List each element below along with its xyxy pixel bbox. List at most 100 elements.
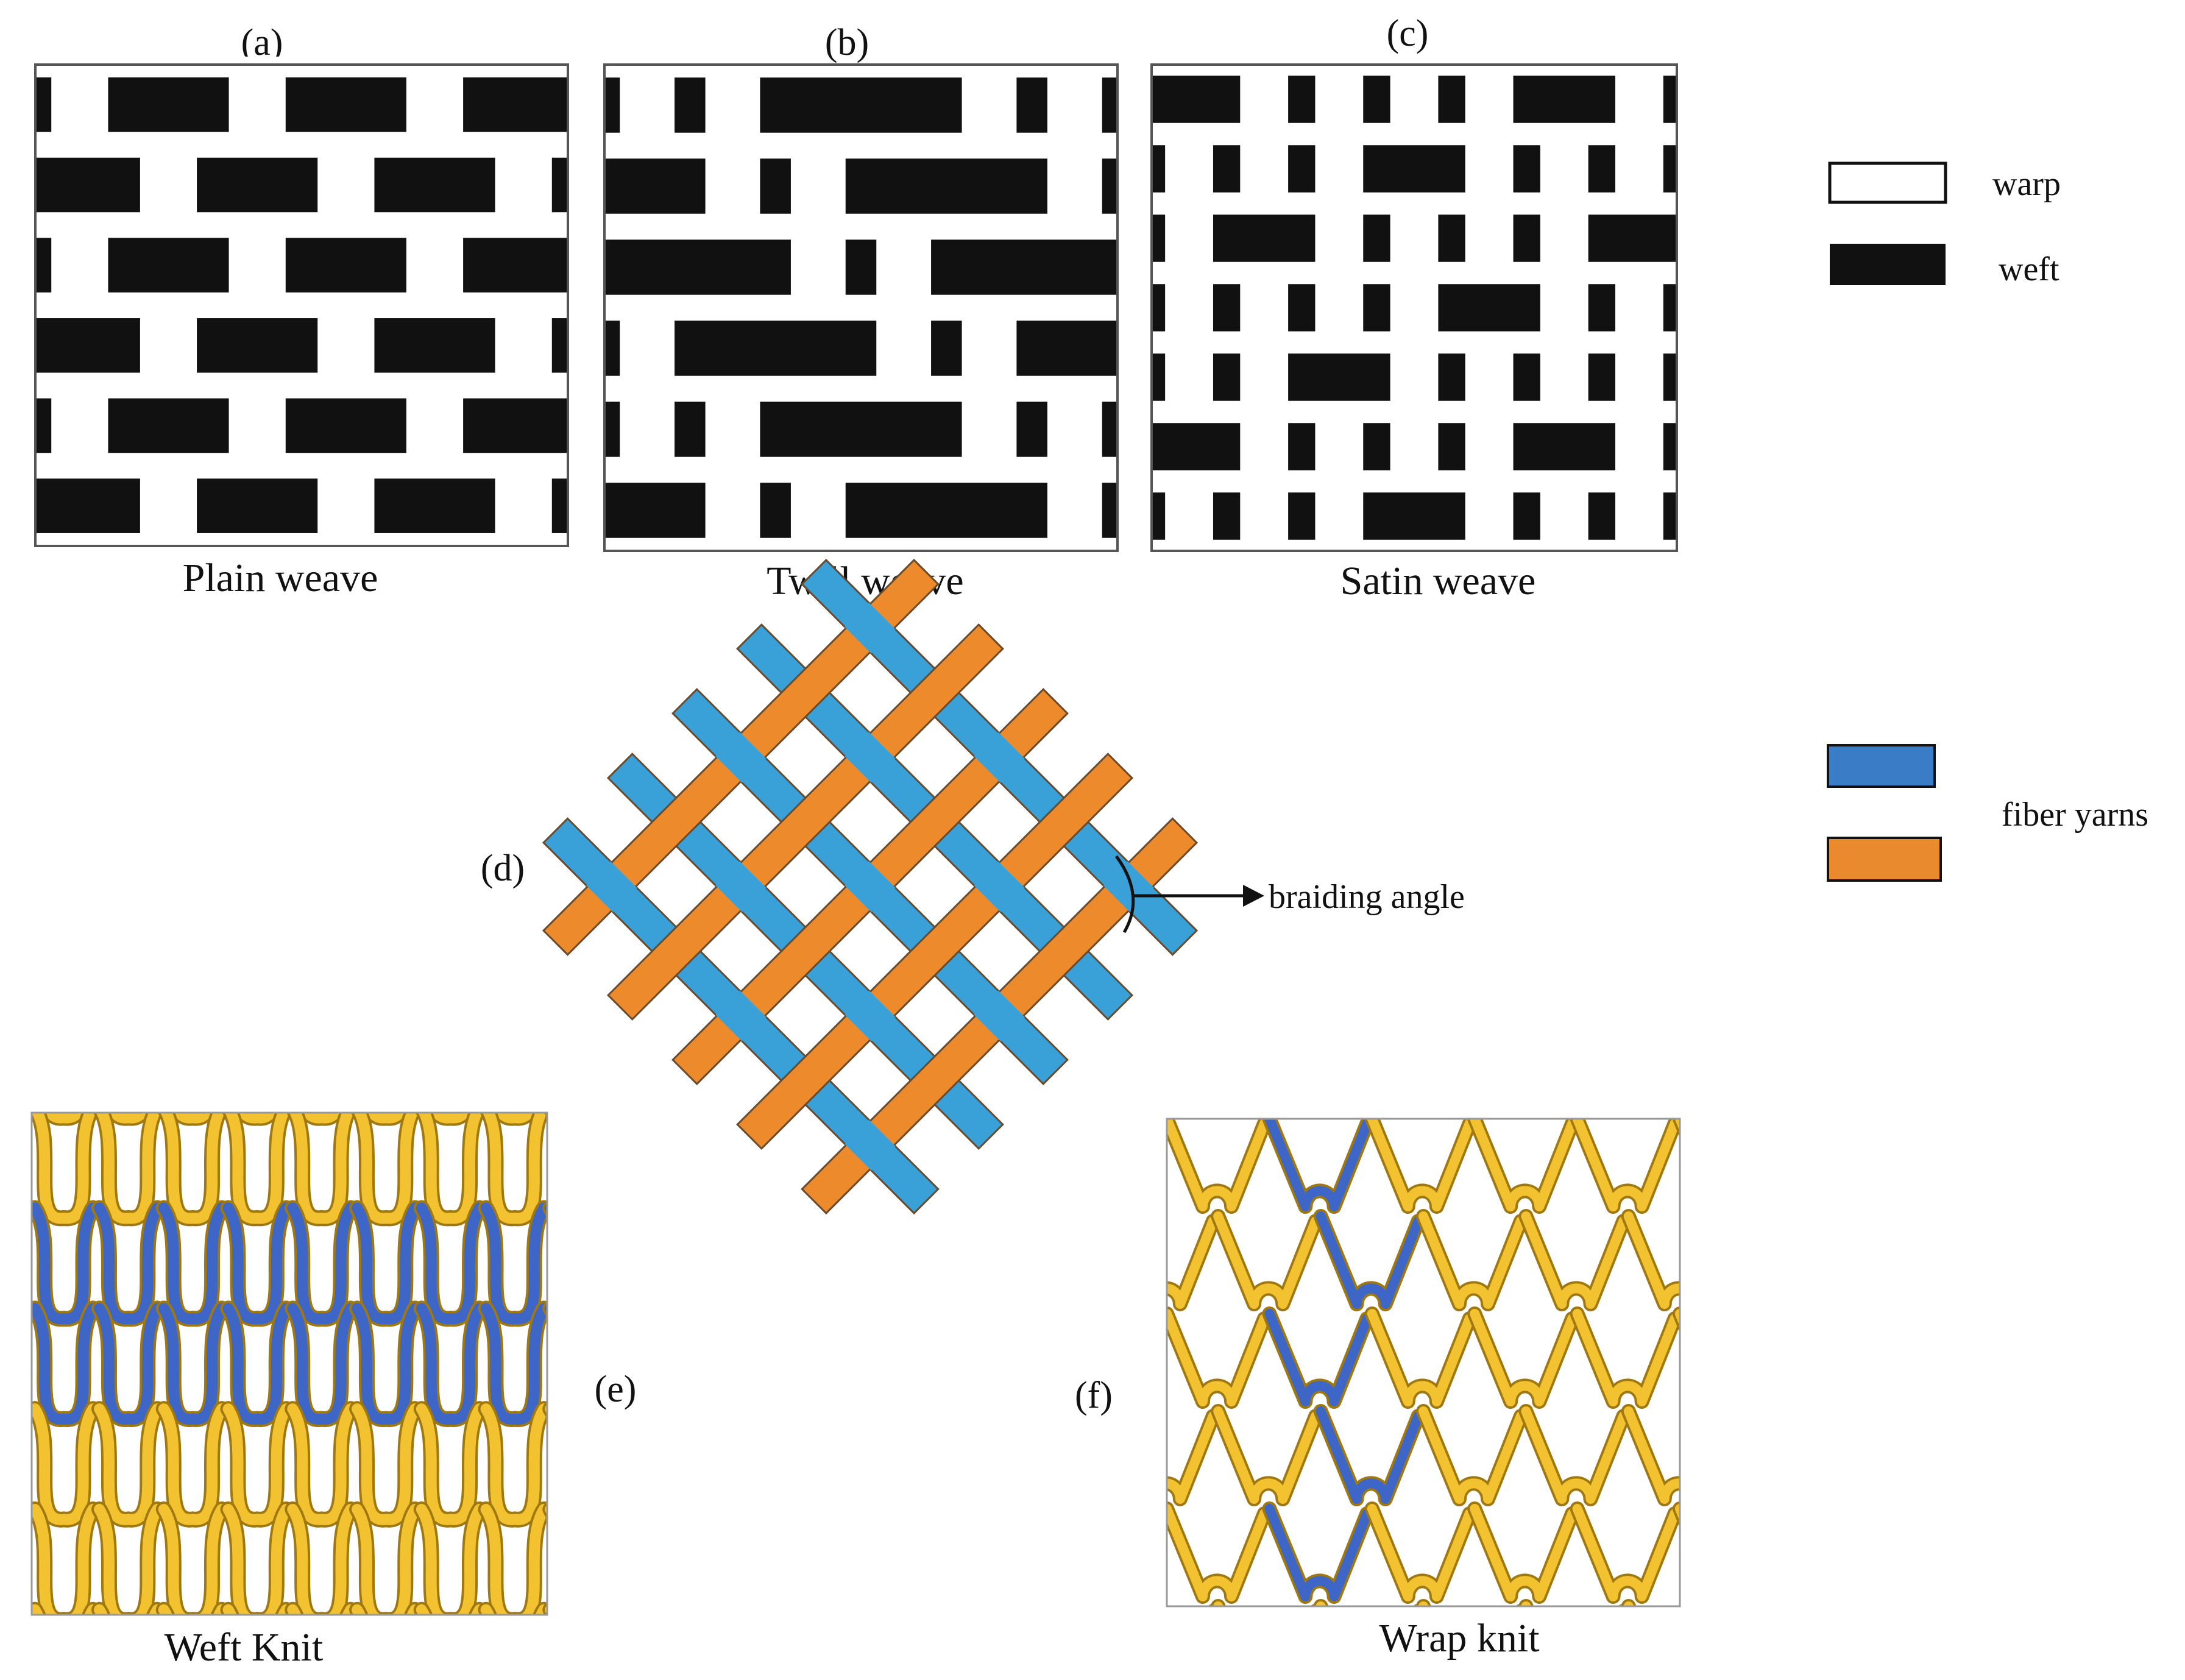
weft-yarn xyxy=(35,157,568,213)
knit-loop xyxy=(287,1303,356,1425)
warp-loop xyxy=(1167,1309,1269,1406)
weave-background xyxy=(604,65,1117,551)
warp-float xyxy=(1465,196,1514,280)
plain-weave-diagram xyxy=(34,56,569,555)
warp-loop xyxy=(1264,1504,1372,1601)
warp-float xyxy=(317,136,375,233)
warp-float xyxy=(1165,474,1213,558)
knit-loop-outline xyxy=(363,1113,409,1126)
blue-yarn-over-crossing xyxy=(845,603,896,654)
knit-loop-outline xyxy=(413,1601,487,1615)
warp-float xyxy=(1390,405,1439,489)
warp-gap xyxy=(512,225,534,236)
warp-loop xyxy=(1623,1406,1680,1504)
warp-float xyxy=(140,458,197,555)
warp-loop xyxy=(1675,1309,1680,1327)
warp-float xyxy=(406,217,464,314)
knit-loop xyxy=(287,1503,356,1615)
warp-gap xyxy=(893,389,915,400)
warp-float xyxy=(1615,474,1663,558)
warp-gap xyxy=(424,305,445,317)
knit-loop xyxy=(353,1113,419,1224)
knit-loop xyxy=(430,1113,471,1124)
knit-loop xyxy=(366,1113,406,1124)
weft-yarn xyxy=(604,158,1117,214)
braided-structure-diagram xyxy=(542,558,1199,1215)
blue-yarn-over-crossing xyxy=(715,861,767,912)
warp-legend-label: warp xyxy=(1992,165,2061,203)
knit-loops xyxy=(0,1007,608,1615)
weft-yarn xyxy=(35,398,568,453)
weave-border xyxy=(603,63,1119,552)
warp-gap xyxy=(1064,227,1085,238)
warp-loop-outline xyxy=(1629,1021,1726,1109)
warp-gap xyxy=(1405,481,1423,491)
knit-loop-outline xyxy=(32,1602,37,1615)
warp-float xyxy=(1240,127,1289,211)
knit-loop xyxy=(352,1202,421,1324)
warp-gap xyxy=(246,466,268,477)
warp-gap xyxy=(158,385,179,397)
knit-loop-outline xyxy=(542,1502,547,1521)
warp-loop xyxy=(1167,1504,1269,1601)
warp-gap xyxy=(637,146,658,157)
knit-loop xyxy=(32,1304,34,1314)
weft-yarn xyxy=(604,321,1117,376)
knit-loop xyxy=(237,1113,277,1124)
knit-loop-outline xyxy=(32,1301,37,1320)
knit-loop xyxy=(550,1108,608,1219)
panel-e-letter: (e) xyxy=(595,1369,637,1410)
blue-yarn-over-crossing xyxy=(974,861,1025,912)
knit-loop xyxy=(289,1113,355,1224)
warp-float xyxy=(228,377,286,474)
warp-loop xyxy=(1367,1119,1475,1211)
braiding-angle-arc xyxy=(1114,855,1135,934)
warp-float xyxy=(790,218,846,316)
blue-yarn-legend-swatch xyxy=(1827,744,1936,788)
fiber-yarns-legend-label: fiber yarns xyxy=(2002,796,2148,834)
warp-gap xyxy=(158,65,179,76)
weave-border xyxy=(1150,63,1678,552)
warp-loop xyxy=(1521,1601,1624,1606)
knit-loop-outline xyxy=(105,1113,151,1126)
braiding-angle-arrowhead xyxy=(1243,885,1264,907)
warp-loop-outline xyxy=(1321,1021,1418,1109)
warp-float xyxy=(1047,137,1102,235)
warp-loop xyxy=(1470,1504,1578,1601)
knit-loop xyxy=(545,1605,547,1615)
knit-loop xyxy=(480,1403,547,1525)
warp-float xyxy=(51,217,108,314)
warp-gap xyxy=(424,466,445,477)
blue-yarn-over-crossing xyxy=(715,990,767,1041)
warp-loop xyxy=(1264,1119,1372,1211)
warp-float xyxy=(495,136,552,233)
warp-float xyxy=(406,377,464,474)
warp-float xyxy=(1047,461,1102,559)
blue-yarn-over-crossing xyxy=(845,861,896,912)
warp-gap xyxy=(512,65,534,76)
warp-loop xyxy=(1167,1119,1269,1211)
knit-loop-outline xyxy=(41,1113,87,1126)
weft-yarn xyxy=(604,402,1117,457)
weft-yarn xyxy=(35,478,568,533)
warp-gap xyxy=(979,227,1000,238)
warp-loop xyxy=(1367,1309,1475,1406)
knit-loop xyxy=(94,1303,163,1425)
warp-float xyxy=(1240,57,1289,141)
knit-loop xyxy=(160,1113,225,1224)
weft-yarn xyxy=(35,318,568,373)
knit-loop xyxy=(0,1108,29,1219)
knit-loop-outline xyxy=(0,1007,29,1118)
braiding-angle-label: braiding angle xyxy=(1269,878,1465,916)
knit-border xyxy=(30,1111,548,1616)
warp-float xyxy=(961,56,1017,154)
panel-b-letter: (b) xyxy=(825,22,869,63)
knit-loop xyxy=(287,1202,356,1324)
weft-yarn xyxy=(1152,145,1677,193)
blue-yarn-over-crossing xyxy=(845,990,896,1041)
warp-gap xyxy=(424,144,445,157)
knit-border xyxy=(1166,1118,1681,1607)
warp-loop-outline xyxy=(1731,1411,1829,1499)
warp-loop xyxy=(1731,1606,1829,1680)
